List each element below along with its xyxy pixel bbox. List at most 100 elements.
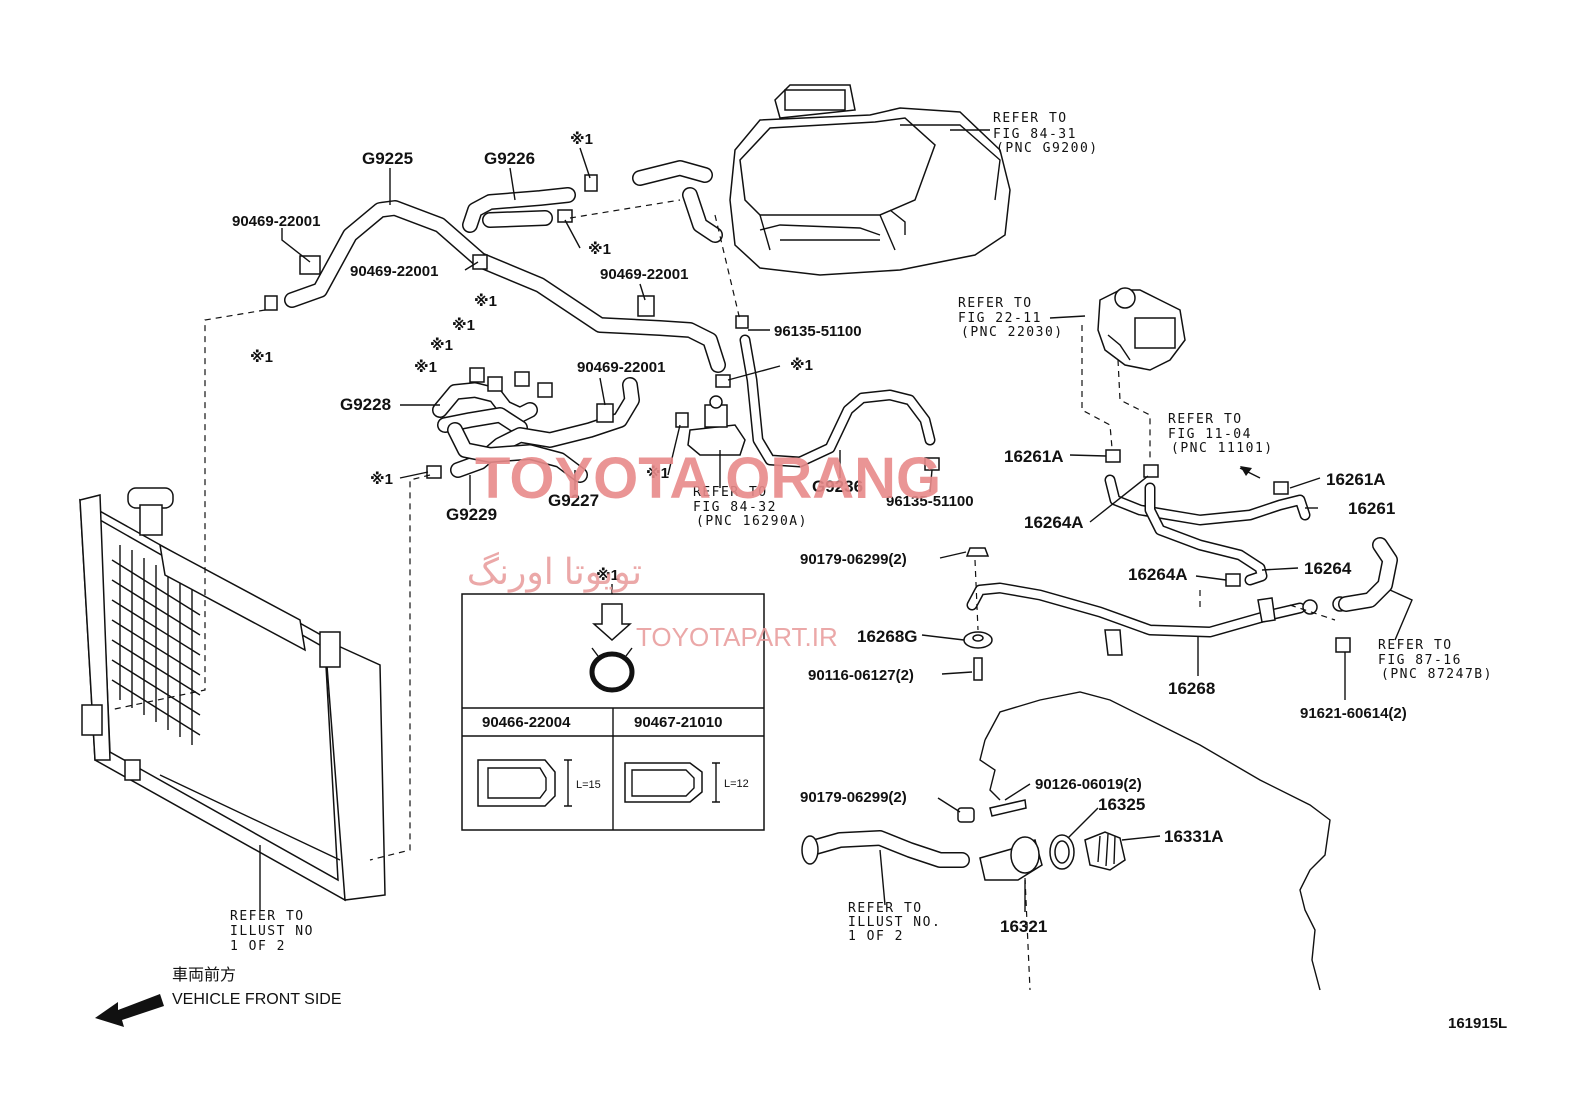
- svg-text:REFER TO: REFER TO: [958, 296, 1033, 311]
- direction-japanese: 車両前方: [172, 966, 236, 984]
- inset-mark: ※1: [596, 566, 619, 584]
- mark-8: ※1: [790, 356, 813, 374]
- label-16264: 16264: [1304, 559, 1352, 578]
- hose-g9225: [284, 200, 726, 373]
- inset-clamp-a-shape: L=15: [477, 759, 601, 807]
- mark-1: ※1: [570, 130, 593, 148]
- label-90469-c: 90469-22001: [600, 266, 688, 283]
- svg-text:FIG 11-04: FIG 11-04: [1168, 427, 1252, 442]
- svg-text:REFER TO: REFER TO: [1378, 638, 1453, 653]
- radiator: [79, 487, 386, 902]
- label-g9236: G9236: [812, 477, 863, 496]
- thermostat-housing: [801, 799, 1126, 881]
- label-16264a-a: 16264A: [1024, 513, 1084, 532]
- svg-text:(PNC 11101): (PNC 11101): [1171, 441, 1274, 456]
- svg-text:1 OF 2: 1 OF 2: [230, 939, 286, 954]
- label-g9226: G9226: [484, 149, 535, 168]
- svg-text:REFER TO: REFER TO: [693, 485, 768, 500]
- label-96135-b: 96135-51100: [886, 493, 974, 510]
- label-90126: 90126-06019(2): [1035, 776, 1142, 793]
- svg-text:FIG 22-11: FIG 22-11: [958, 311, 1042, 326]
- mark-3: ※1: [250, 348, 273, 366]
- label-16321: 16321: [1000, 917, 1047, 936]
- refer-fig87-16: REFER TO FIG 87-16 (PNC 87247B): [1378, 638, 1493, 682]
- label-90469-d: 90469-22001: [577, 359, 665, 376]
- inset-clamp-ring: [589, 651, 635, 693]
- refer-notes: REFER TO FIG 84-31 (PNC G9200) REFER TO …: [230, 111, 1493, 954]
- refer-fig84-32: REFER TO FIG 84-32 (PNC 16290A): [693, 485, 808, 529]
- watermark: TOYOTA ORANG تویوتا اورنگ TOYOTAPART.IR: [467, 446, 941, 652]
- callout-leaders: [259, 129, 1413, 912]
- svg-text:1 OF 2: 1 OF 2: [848, 929, 904, 944]
- mark-6: ※1: [430, 336, 453, 354]
- vehicle-front-indicator: 車両前方 VEHICLE FRONT SIDE: [95, 966, 342, 1027]
- svg-text:(PNC G9200): (PNC G9200): [996, 141, 1099, 156]
- hose-16264: [1144, 482, 1268, 586]
- pipe-16268: [966, 582, 1348, 656]
- label-16268g: 16268G: [857, 627, 918, 646]
- inset-down-arrow: [592, 603, 632, 642]
- svg-text:(PNC 22030): (PNC 22030): [961, 325, 1064, 340]
- svg-text:ILLUST NO: ILLUST NO: [230, 924, 314, 939]
- svg-text:REFER TO: REFER TO: [848, 901, 923, 916]
- label-16261a-a: 16261A: [1004, 447, 1064, 466]
- front-arrow-icon: [95, 994, 164, 1027]
- label-90179-a: 90179-06299(2): [800, 551, 907, 568]
- label-90179-b: 90179-06299(2): [800, 789, 907, 806]
- reservoir-inlet-hose: [632, 160, 723, 243]
- engine-block-outline: [979, 691, 1331, 991]
- mark-4: ※1: [474, 292, 497, 310]
- label-g9229: G9229: [446, 505, 497, 524]
- inset-len-b: L=12: [724, 778, 749, 790]
- refer-fig11-04: REFER TO FIG 11-04 (PNC 11101): [1168, 412, 1274, 456]
- label-16264a-b: 16264A: [1128, 565, 1188, 584]
- bypass-valve: [687, 395, 746, 456]
- mark-7: ※1: [414, 358, 437, 376]
- gasket-16268g: [963, 547, 993, 681]
- label-16331a: 16331A: [1164, 827, 1224, 846]
- arrow-16261a: [1240, 466, 1252, 476]
- hose-g9227: [447, 422, 588, 483]
- clip-parts: [264, 174, 1351, 653]
- watermark-brand: TOYOTA ORANG: [475, 446, 941, 511]
- svg-text:FIG 84-32: FIG 84-32: [693, 500, 777, 515]
- mark-9: ※1: [646, 464, 669, 482]
- mark-2: ※1: [588, 240, 611, 258]
- svg-text:ILLUST NO.: ILLUST NO.: [848, 915, 941, 930]
- svg-text:FIG 84-31: FIG 84-31: [993, 127, 1077, 142]
- svg-text:FIG 87-16: FIG 87-16: [1378, 653, 1462, 668]
- hose-g9226: [462, 187, 576, 233]
- inset-len-a: L=15: [576, 779, 601, 791]
- label-16261a-b: 16261A: [1326, 470, 1386, 489]
- direction-english: VEHICLE FRONT SIDE: [172, 991, 342, 1008]
- dashed-guides: [109, 199, 1336, 991]
- label-g9228: G9228: [340, 395, 391, 414]
- label-90469-a: 90469-22001: [232, 213, 320, 230]
- svg-text:(PNC 16290A): (PNC 16290A): [696, 514, 808, 529]
- refer-illust-right: REFER TO ILLUST NO. 1 OF 2: [848, 901, 941, 944]
- reservoir-tank: [729, 84, 1011, 276]
- hose-87-16: [1338, 537, 1398, 612]
- radiator-core-grid: [111, 545, 201, 745]
- label-g9225: G9225: [362, 149, 413, 168]
- throttle-body: [1097, 287, 1186, 371]
- label-16325: 16325: [1098, 795, 1145, 814]
- svg-text:REFER TO: REFER TO: [230, 909, 305, 924]
- watermark-persian: تویوتا اورنگ: [467, 551, 642, 593]
- label-90469-b: 90469-22001: [350, 263, 438, 280]
- diagram-id: 161915L: [1448, 1015, 1507, 1032]
- label-91621: 91621-60614(2): [1300, 705, 1407, 722]
- mark-5: ※1: [452, 316, 475, 334]
- label-16268: 16268: [1168, 679, 1215, 698]
- svg-text:(PNC 87247B): (PNC 87247B): [1381, 667, 1493, 682]
- inset-clamp-b-shape: L=12: [624, 762, 749, 803]
- clamp-marks: ※1 ※1 ※1 ※1 ※1 ※1 ※1 ※1 ※1 ※1: [250, 130, 813, 488]
- svg-text:REFER TO: REFER TO: [993, 111, 1068, 126]
- label-16261: 16261: [1348, 499, 1395, 518]
- svg-text:REFER TO: REFER TO: [1168, 412, 1243, 427]
- refer-fig84-31: REFER TO FIG 84-31 (PNC G9200): [993, 111, 1099, 156]
- watermark-site: TOYOTAPART.IR: [636, 622, 838, 652]
- refer-illust-left: REFER TO ILLUST NO 1 OF 2: [230, 909, 314, 954]
- refer-fig22-11: REFER TO FIG 22-11 (PNC 22030): [958, 296, 1064, 340]
